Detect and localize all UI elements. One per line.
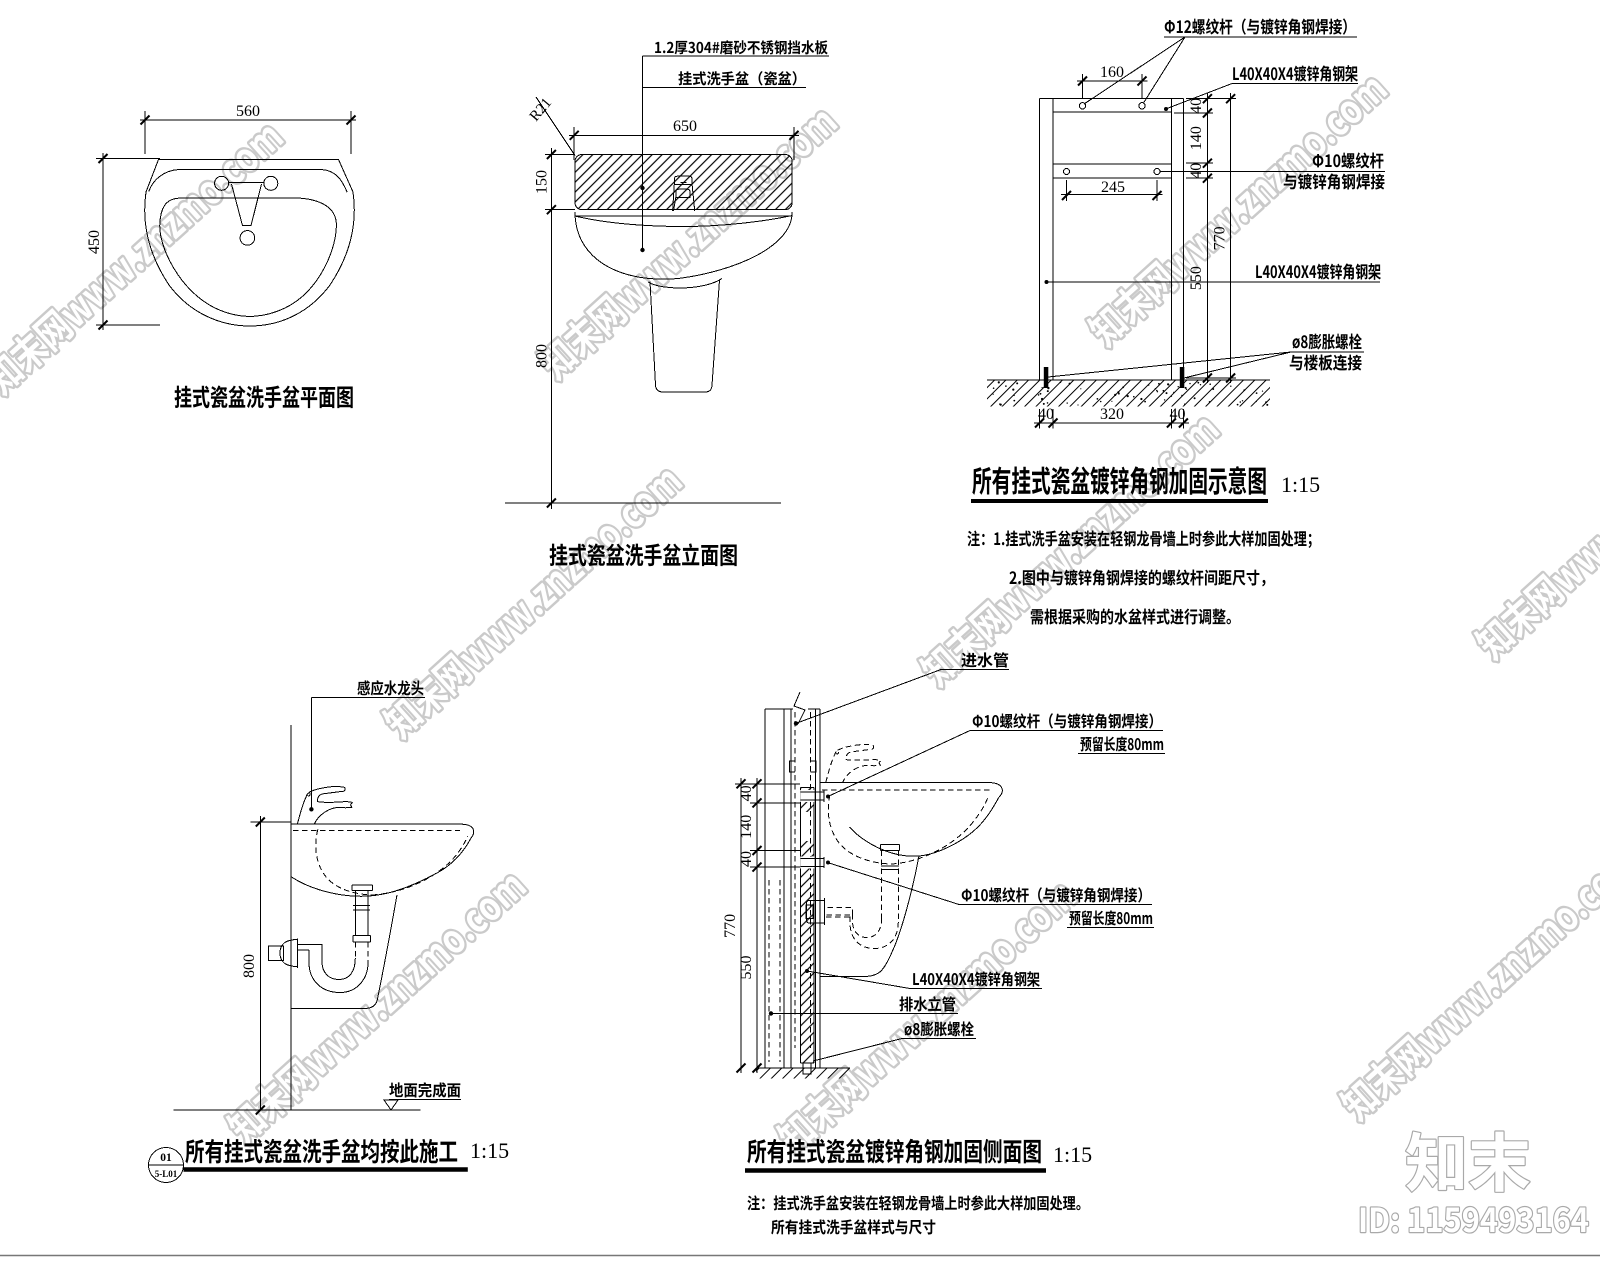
svg-text:ø8膨胀螺栓: ø8膨胀螺栓: [1292, 328, 1362, 353]
svg-text:进水管: 进水管: [961, 647, 1009, 671]
svg-text:450: 450: [86, 230, 103, 254]
svg-text:注：1.挂式洗手盆安装在轻钢龙骨墙上时参此大样加固处理；: 注：1.挂式洗手盆安装在轻钢龙骨墙上时参此大样加固处理；: [967, 525, 1320, 550]
svg-text:知末网www.znzmo.com: 知末网www.znzmo.com: [1075, 58, 1398, 357]
svg-text:800: 800: [241, 954, 258, 978]
svg-text:40: 40: [738, 851, 755, 867]
svg-text:注：挂式洗手盆安装在轻钢龙骨墙上时参此大样加固处理。: 注：挂式洗手盆安装在轻钢龙骨墙上时参此大样加固处理。: [747, 1190, 1089, 1214]
svg-text:40: 40: [1188, 98, 1205, 114]
svg-text:550: 550: [738, 956, 755, 980]
svg-text:01: 01: [160, 1152, 172, 1164]
svg-text:所有挂式瓷盆洗手盆均按此施工: 所有挂式瓷盆洗手盆均按此施工: [185, 1132, 458, 1169]
svg-text:1.2厚304#磨砂不锈钢挡水板: 1.2厚304#磨砂不锈钢挡水板: [654, 37, 828, 58]
svg-text:Φ12螺纹杆（与镀锌角钢焊接）: Φ12螺纹杆（与镀锌角钢焊接）: [1164, 13, 1356, 38]
svg-text:感应水龙头: 感应水龙头: [357, 675, 424, 699]
svg-text:1:15: 1:15: [1053, 1142, 1092, 1167]
svg-text:知末网www.znzmo.com: 知末网www.znzmo.com: [370, 450, 693, 749]
svg-text:所有挂式瓷盆镀锌角钢加固示意图: 所有挂式瓷盆镀锌角钢加固示意图: [972, 457, 1267, 501]
svg-text:40: 40: [1038, 406, 1054, 423]
svg-text:ø8膨胀螺栓: ø8膨胀螺栓: [904, 1016, 974, 1040]
svg-text:L40X40X4镀锌角钢架: L40X40X4镀锌角钢架: [1232, 60, 1358, 85]
svg-text:40: 40: [1170, 406, 1186, 423]
svg-text:1:15: 1:15: [1281, 472, 1320, 497]
svg-text:L40X40X4镀锌角钢架: L40X40X4镀锌角钢架: [1255, 258, 1381, 283]
svg-text:知末网www.znzmo.com: 知末网www.znzmo.com: [1462, 371, 1600, 670]
svg-text:Φ10螺纹杆（与镀锌角钢焊接）: Φ10螺纹杆（与镀锌角钢焊接）: [961, 882, 1151, 906]
svg-text:挂式瓷盆洗手盆立面图: 挂式瓷盆洗手盆立面图: [549, 536, 738, 571]
svg-text:排水立管: 排水立管: [899, 991, 956, 1015]
svg-text:地面完成面: 地面完成面: [389, 1077, 461, 1101]
svg-text:Φ10螺纹杆: Φ10螺纹杆: [1312, 147, 1384, 172]
svg-text:650: 650: [673, 118, 697, 135]
svg-text:挂式瓷盆洗手盆平面图: 挂式瓷盆洗手盆平面图: [174, 378, 354, 413]
svg-text:预留长度80mm: 预留长度80mm: [1080, 731, 1164, 755]
svg-text:与镀锌角钢焊接: 与镀锌角钢焊接: [1283, 168, 1385, 193]
svg-text:40: 40: [1188, 163, 1205, 179]
svg-text:800: 800: [534, 344, 551, 368]
svg-text:预留长度80mm: 预留长度80mm: [1069, 905, 1153, 929]
svg-text:140: 140: [738, 815, 755, 839]
svg-text:1:15: 1:15: [470, 1138, 509, 1163]
svg-text:160: 160: [1100, 64, 1124, 81]
svg-text:320: 320: [1100, 406, 1124, 423]
svg-text:140: 140: [1188, 126, 1205, 150]
svg-text:560: 560: [236, 103, 260, 120]
svg-text:需根据采购的水盆样式进行调整。: 需根据采购的水盆样式进行调整。: [1030, 603, 1240, 628]
svg-text:L40X40X4镀锌角钢架: L40X40X4镀锌角钢架: [912, 966, 1040, 990]
svg-text:770: 770: [722, 914, 739, 938]
svg-text:所有挂式洗手盆样式与尺寸: 所有挂式洗手盆样式与尺寸: [771, 1214, 936, 1238]
svg-text:2.图中与镀锌角钢焊接的螺纹杆间距尺寸，: 2.图中与镀锌角钢焊接的螺纹杆间距尺寸，: [1009, 564, 1274, 589]
svg-text:知末: 知末: [1405, 1113, 1531, 1205]
svg-text:所有挂式瓷盆镀锌角钢加固侧面图: 所有挂式瓷盆镀锌角钢加固侧面图: [747, 1132, 1042, 1169]
svg-text:知末网www.znzmo.com: 知末网www.znzmo.com: [1327, 832, 1600, 1131]
svg-text:770: 770: [1212, 226, 1229, 250]
svg-text:245: 245: [1101, 179, 1125, 196]
svg-text:挂式洗手盆（瓷盆）: 挂式洗手盆（瓷盆）: [678, 68, 806, 89]
svg-text:与楼板连接: 与楼板连接: [1289, 349, 1362, 374]
svg-text:Φ10螺纹杆（与镀锌角钢焊接）: Φ10螺纹杆（与镀锌角钢焊接）: [972, 708, 1162, 732]
svg-text:5-L01: 5-L01: [155, 1169, 178, 1179]
svg-text:150: 150: [534, 170, 551, 194]
svg-text:550: 550: [1188, 266, 1205, 290]
svg-text:40: 40: [738, 785, 755, 801]
svg-text:知末网www.znzmo.com: 知末网www.znzmo.com: [0, 106, 294, 405]
svg-text:ID: 1159493164: ID: 1159493164: [1358, 1194, 1589, 1242]
